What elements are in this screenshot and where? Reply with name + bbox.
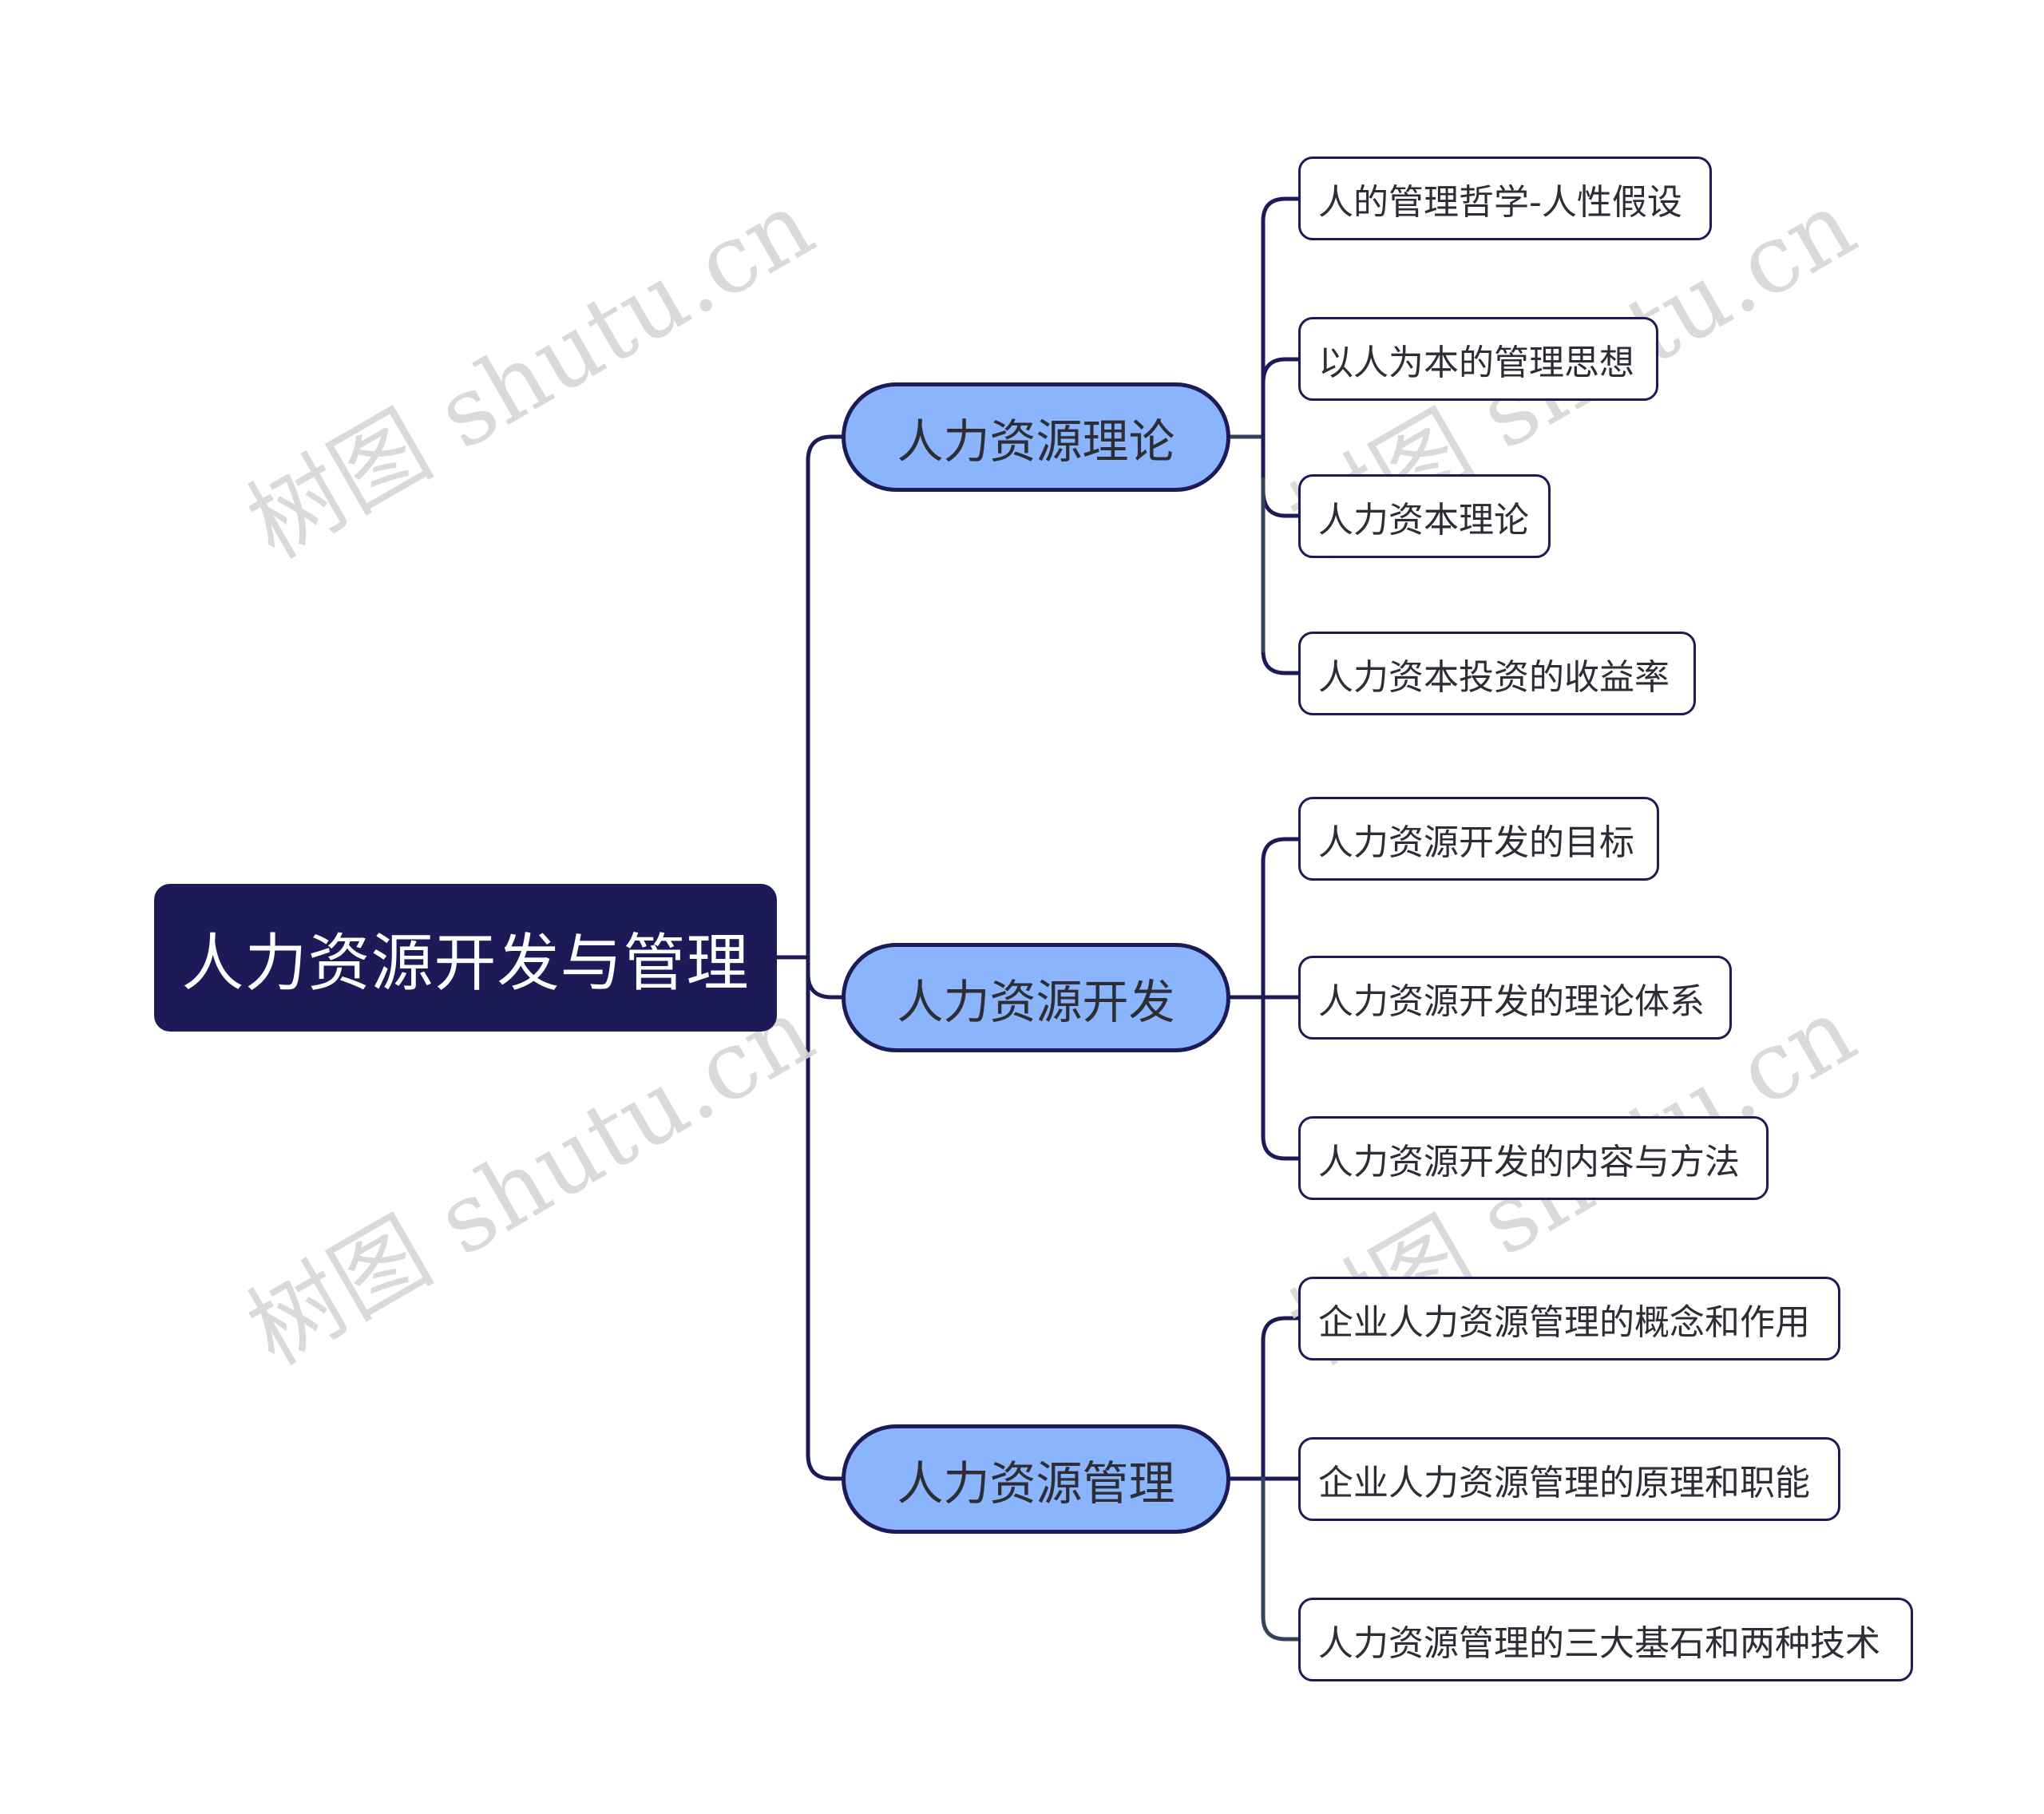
branch-label: 人力资源理论	[897, 414, 1175, 469]
leaf-node[interactable]: 人力资本投资的收益率	[1298, 632, 1696, 715]
root-node[interactable]: 人力资源开发与管理	[154, 884, 777, 1032]
branch-node-theory[interactable]: 人力资源理论	[842, 382, 1230, 492]
leaf-node[interactable]: 以人为本的管理思想	[1298, 317, 1658, 401]
leaf-label: 人力资源开发的内容与方法	[1318, 1141, 1740, 1182]
leaf-label: 以人为本的管理思想	[1318, 342, 1634, 383]
leaf-label: 人力资源开发的理论体系	[1318, 980, 1705, 1022]
leaf-node[interactable]: 人力资源开发的内容与方法	[1298, 1116, 1769, 1200]
leaf-label: 企业人力资源管理的原理和职能	[1318, 1462, 1810, 1503]
leaf-label: 人力资本投资的收益率	[1318, 656, 1670, 698]
leaf-node[interactable]: 人力资源管理的三大基石和两种技术	[1298, 1598, 1913, 1681]
leaf-node[interactable]: 企业人力资源管理的原理和职能	[1298, 1437, 1840, 1521]
leaf-node[interactable]: 企业人力资源管理的概念和作用	[1298, 1277, 1840, 1360]
leaf-node[interactable]: 人力资源开发的目标	[1298, 797, 1659, 881]
branch-label: 人力资源开发	[897, 974, 1175, 1029]
branch-node-development[interactable]: 人力资源开发	[842, 943, 1230, 1052]
leaf-label: 人的管理哲学-人性假设	[1318, 181, 1682, 223]
branch-label: 人力资源管理	[897, 1456, 1175, 1511]
leaf-label: 企业人力资源管理的概念和作用	[1318, 1301, 1810, 1343]
leaf-node[interactable]: 人力资本理论	[1298, 474, 1551, 558]
leaf-label: 人力资本理论	[1318, 499, 1529, 541]
root-label: 人力资源开发与管理	[181, 927, 750, 1000]
leaf-label: 人力资源开发的目标	[1318, 822, 1634, 863]
leaf-node[interactable]: 人力资源开发的理论体系	[1298, 956, 1732, 1040]
leaf-label: 人力资源管理的三大基石和两种技术	[1318, 1622, 1880, 1664]
leaf-node[interactable]: 人的管理哲学-人性假设	[1298, 156, 1712, 240]
branch-node-management[interactable]: 人力资源管理	[842, 1424, 1230, 1534]
